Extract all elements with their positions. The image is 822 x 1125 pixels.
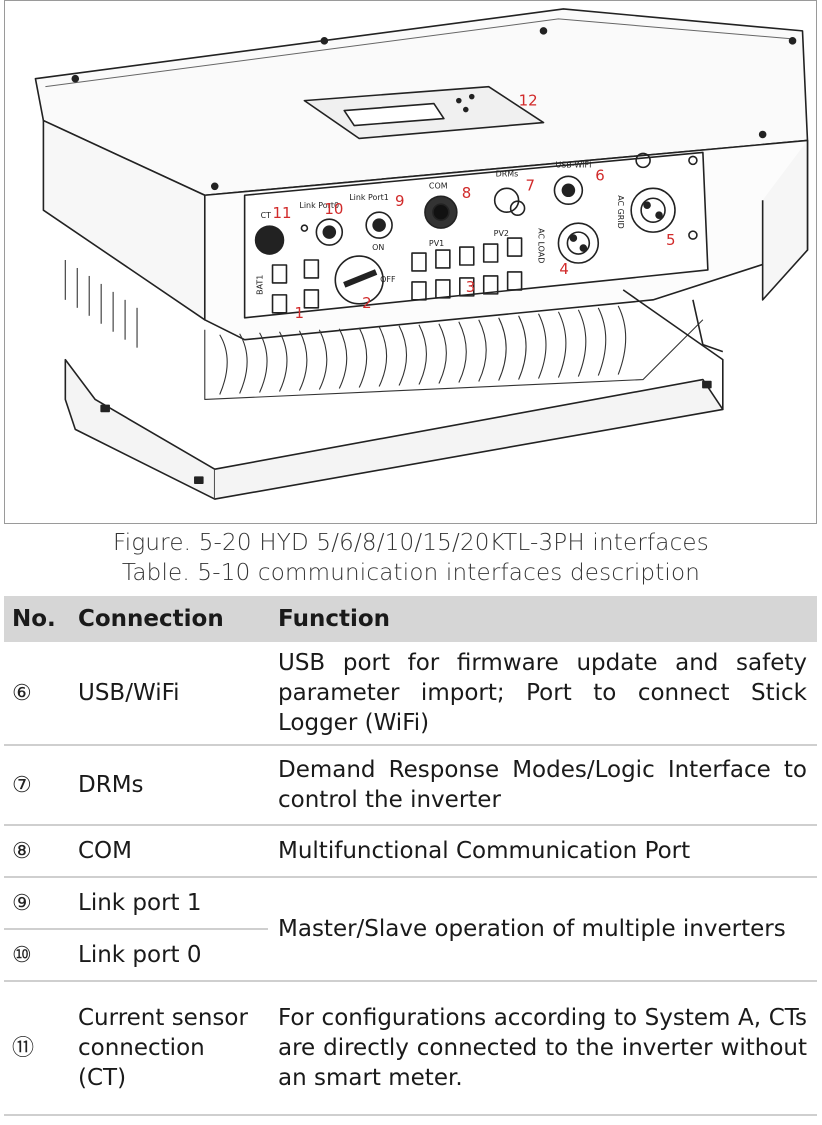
callout-1: 1 [294,304,304,322]
label-off: OFF [380,275,396,284]
table-row: ⑦ DRMs Demand Response Modes/Logic Inter… [4,745,817,826]
row-connection: DRMs [68,745,268,826]
row-connection: Current sensor connection (CT) [68,981,268,1116]
label-on: ON [372,243,384,252]
row-connection: COM [68,825,268,878]
callout-12: 12 [519,92,538,110]
label-usb-wifi: USB-WIFI [555,160,591,169]
table-header-row: No. Connection Function [4,596,817,642]
communication-interfaces-table: No. Connection Function ⑥ USB/WiFi USB p… [4,596,817,1116]
callout-4: 4 [559,260,569,278]
row-function: Multifunctional Communication Port [268,825,817,878]
row-connection: Link port 0 [68,929,268,982]
row-number: ⑧ [12,838,32,864]
row-number: ⑩ [12,942,32,968]
header-no: No. [4,596,68,642]
callout-5: 5 [666,231,676,249]
figure-frame: CT Link Port0 Link Port1 COM DRMs USB-WI… [4,0,817,524]
label-pv1: PV1 [429,239,444,248]
pv-connectors [411,237,523,301]
link-port1-connector [365,211,393,239]
table-row: ⑧ COM Multifunctional Communication Port [4,825,817,878]
label-drms: DRMs [496,169,519,178]
callout-6: 6 [595,166,605,184]
callout-10: 10 [324,200,343,218]
com-connector [424,195,458,229]
row-connection: USB/WiFi [68,642,268,746]
row-function: For configurations according to System A… [268,981,817,1116]
row-function: USB port for firmware update and safety … [268,642,817,746]
ct-port [254,225,285,255]
label-ac-grid: AC GRID [616,195,625,229]
row-function: Master/Slave operation of multiple inver… [268,877,817,982]
table-row: ⑪ Current sensor connection (CT) For con… [4,981,817,1116]
callout-3: 3 [466,278,476,296]
label-ct: CT [261,211,272,220]
header-function: Function [268,596,817,642]
dc-switch [334,255,384,305]
ac-load-connector [557,222,600,264]
label-link-port0: Link Port0 [299,201,339,210]
label-link-port1: Link Port1 [349,193,389,202]
row-number: ⑨ [12,890,32,916]
mounting-bracket [64,358,216,500]
callout-8: 8 [462,184,472,202]
table-row: ⑨ Link port 1 Master/Slave operation of … [4,877,817,982]
label-ac-load: AC LOAD [537,228,546,263]
usb-wifi-connector [553,175,584,206]
label-pv2: PV2 [494,229,509,238]
row-number: ⑪ [12,1035,35,1061]
callout-7: 7 [526,176,536,194]
figure-caption: Figure. 5-20 HYD 5/6/8/10/15/20KTL-3PH i… [113,530,709,556]
drms-connector [493,187,526,216]
table-caption: Table. 5-10 communication interfaces des… [121,560,701,586]
row-number: ⑦ [12,772,32,798]
header-connection: Connection [68,596,268,642]
row-number: ⑥ [12,680,32,706]
link-port0-connector [315,218,344,246]
label-bat1: BAT1 [256,275,265,295]
callout-2: 2 [362,294,372,312]
row-connection: Link port 1 [68,877,268,930]
callout-9: 9 [395,192,405,210]
label-com: COM [429,181,448,190]
row-function: Demand Response Modes/Logic Interface to… [268,745,817,826]
battery-connectors [271,259,320,314]
ac-grid-connector [630,187,676,233]
inverter-illustration: CT Link Port0 Link Port1 COM DRMs USB-WI… [34,8,809,500]
table-row: ⑥ USB/WiFi USB port for firmware update … [4,642,817,746]
callout-11: 11 [273,204,292,222]
table-row: ⑩ Link port 0 [4,929,817,982]
